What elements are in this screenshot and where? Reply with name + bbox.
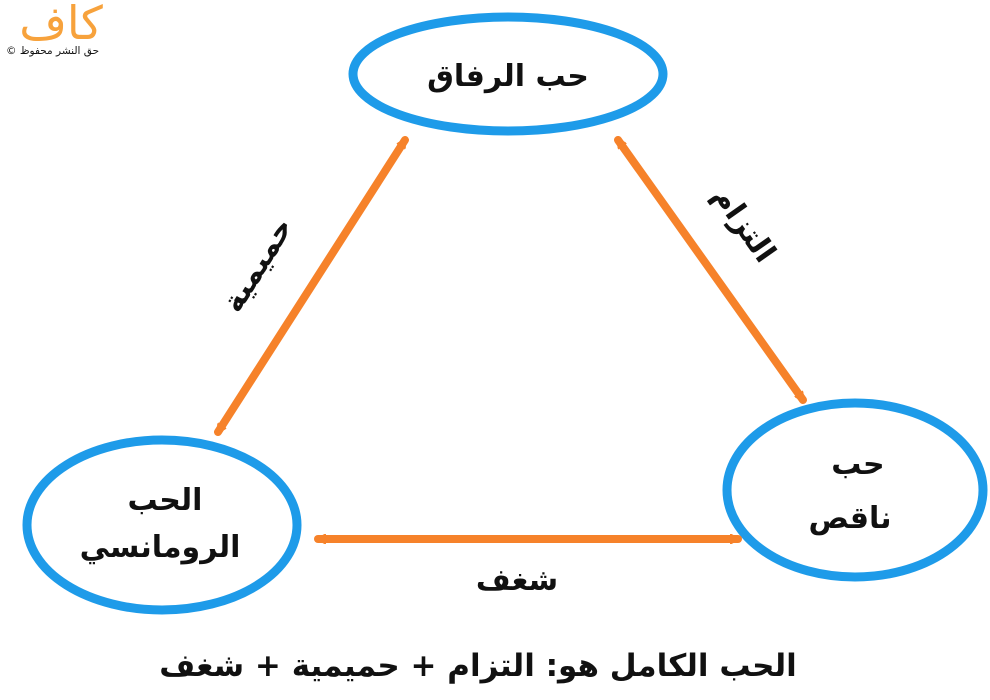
node-companionate-love <box>348 12 668 136</box>
copyright-notice: حق النشر محفوظ © <box>6 45 100 57</box>
arrow-intimacy <box>214 136 409 436</box>
intimacy-label: حميمية <box>215 211 300 318</box>
romantic-love-label-line2: الرومانسي <box>80 530 241 565</box>
commitment-label: التزام <box>705 180 782 269</box>
node-romantic-love <box>22 435 302 615</box>
kaf-logo: كاف <box>19 0 103 50</box>
romantic-love-label-line1: الحب <box>128 483 203 518</box>
complete-love-formula: الحب الكامل هو: التزام + حميمية + شغف <box>159 648 797 684</box>
passion-label: شغف <box>476 563 558 598</box>
companionate-love-label: حب الرفاق <box>427 59 589 94</box>
node-incomplete-love <box>722 398 988 582</box>
incomplete-love-label-line1: حب <box>831 447 884 482</box>
incomplete-love-label-line2: ناقص <box>808 501 891 536</box>
arrow-commitment <box>614 136 807 404</box>
